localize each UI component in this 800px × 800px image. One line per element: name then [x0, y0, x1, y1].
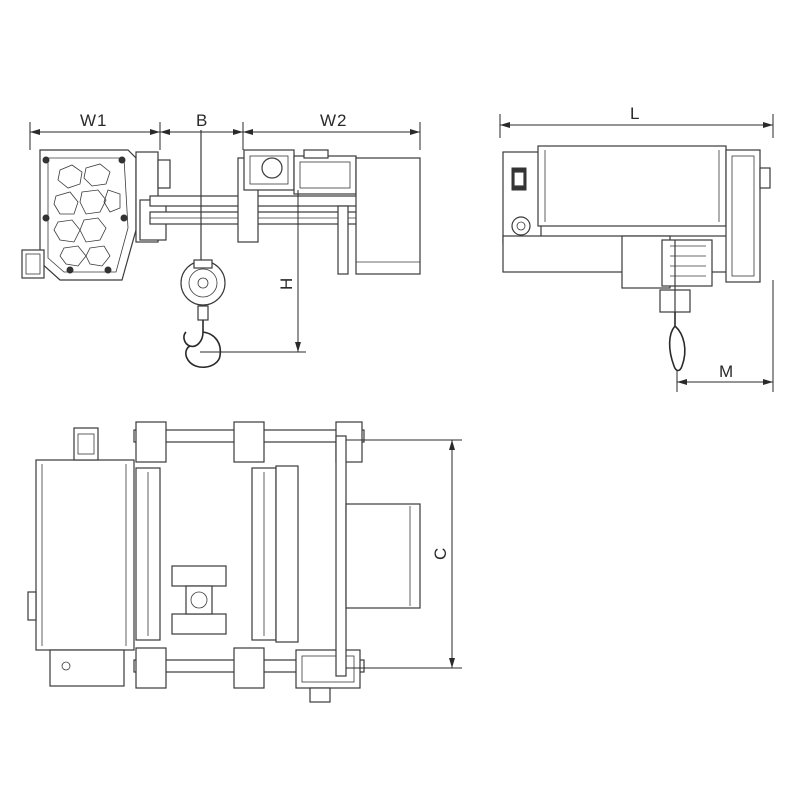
dimension-label-h: H: [277, 277, 296, 290]
gearbox-ribs: [53, 163, 121, 267]
dimension-w1-b-w2: [29, 122, 421, 150]
top-view: C: [27, 421, 462, 703]
dimension-label-b: B: [196, 111, 208, 130]
top-brake: [73, 427, 99, 461]
dimension-label-w2: W2: [320, 111, 348, 130]
dimension-label-c: C: [431, 547, 450, 560]
side-view: L M: [499, 104, 774, 392]
side-drum-body: [537, 145, 727, 227]
front-view: W1 B W2 H: [21, 111, 421, 368]
dimension-label-l: L: [630, 104, 640, 123]
top-drum-end: [345, 503, 421, 609]
right-frame: [335, 435, 347, 677]
hook-icon: [183, 320, 222, 368]
hoist-drum-end: [355, 157, 421, 275]
hook-block: [180, 130, 226, 368]
dimension-label-w1: W1: [80, 111, 108, 130]
side-gearbox: [725, 149, 761, 283]
brake-unit: [21, 249, 45, 279]
top-gearbox: [49, 649, 125, 687]
top-hook-block: [171, 565, 227, 587]
top-drum-body: [35, 459, 135, 651]
dimension-label-m: M: [719, 362, 734, 381]
side-hook-icon: [668, 312, 686, 372]
dimension-h: [200, 190, 306, 353]
